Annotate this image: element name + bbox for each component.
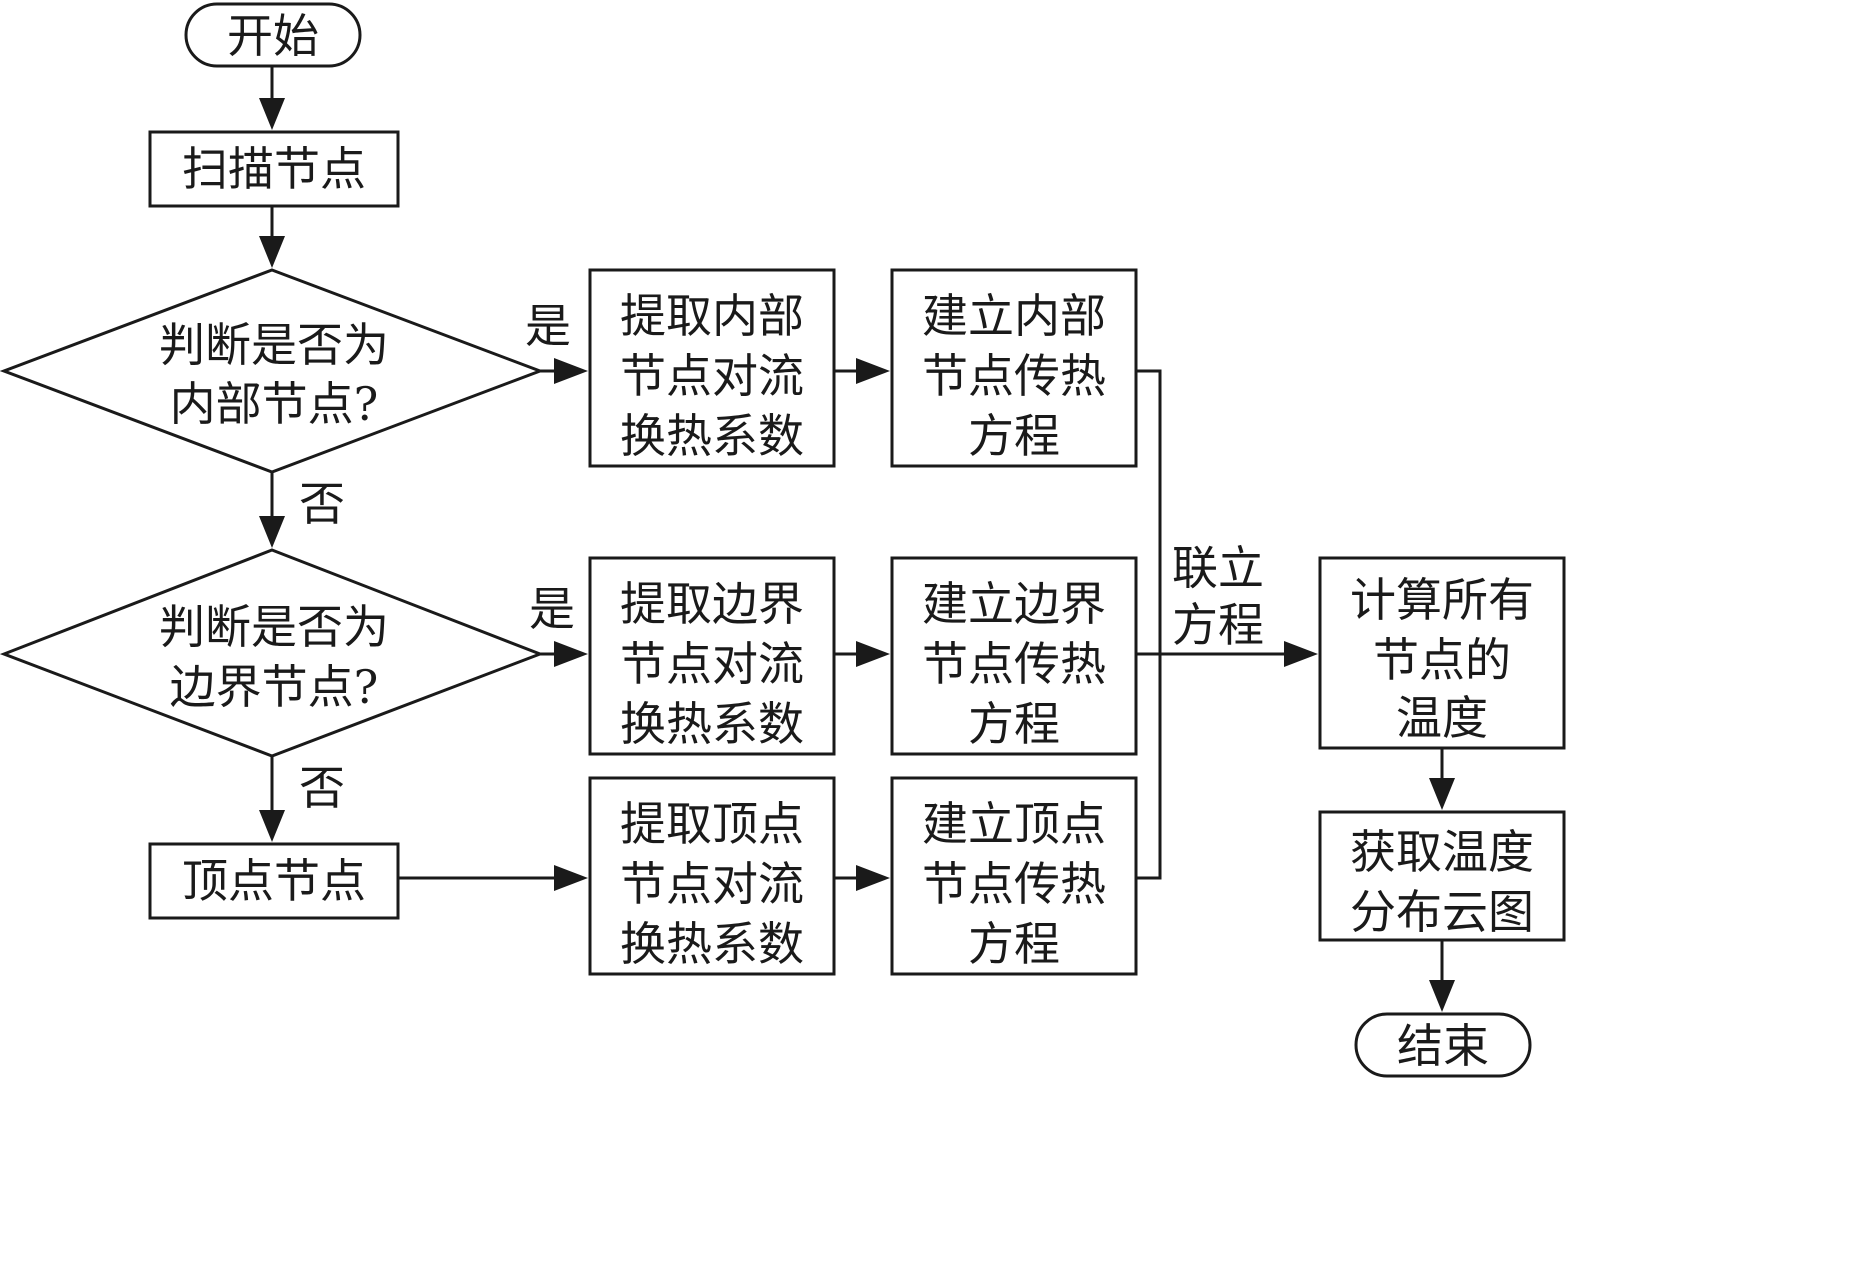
build-vertex-line1: 建立顶点 xyxy=(922,797,1106,851)
extract-boundary-coefficient-box xyxy=(588,556,836,756)
extract-internal-coefficient-box xyxy=(588,268,836,468)
build-internal-equation-box xyxy=(890,268,1138,468)
arrow-boundary-yes-head xyxy=(554,641,588,667)
vertex-node-box xyxy=(148,842,400,920)
arrow-extract-to-build-internal-head xyxy=(856,358,890,384)
build-boundary-line1: 建立边界 xyxy=(922,577,1106,631)
no-label-boundary: 否 xyxy=(299,761,345,815)
build-internal-line2: 节点传热 xyxy=(922,349,1106,403)
vertex-node-label: 顶点节点 xyxy=(182,854,366,908)
combine-label-line1: 联立 xyxy=(1172,541,1264,595)
build-boundary-equation-box xyxy=(890,556,1138,756)
internal-decision-label-line2: 内部节点? xyxy=(170,377,379,431)
build-internal-line1: 建立内部 xyxy=(922,289,1106,343)
combine-label-line2: 方程 xyxy=(1172,598,1264,652)
obtain-line2: 分布云图 xyxy=(1350,885,1534,939)
extract-vertex-line3: 换热系数 xyxy=(620,917,804,971)
compute-line1: 计算所有 xyxy=(1350,573,1534,627)
start-label: 开始 xyxy=(227,9,319,63)
build-vertex-equation-box xyxy=(890,776,1138,976)
extract-boundary-line1: 提取边界 xyxy=(620,577,804,631)
boundary-decision-label-line2: 边界节点? xyxy=(170,660,379,714)
compute-line2: 节点的 xyxy=(1373,633,1511,687)
extract-boundary-line3: 换热系数 xyxy=(620,697,804,751)
arrow-extract-to-build-boundary-head xyxy=(856,641,890,667)
obtain-line1: 获取温度 xyxy=(1350,825,1534,879)
build-internal-line3: 方程 xyxy=(968,409,1060,463)
scan-nodes-label: 扫描节点 xyxy=(182,142,366,196)
arrow-extract-to-build-vertex-head xyxy=(856,865,890,891)
compute-temperature-box xyxy=(1318,556,1566,750)
extract-internal-line1: 提取内部 xyxy=(620,289,804,343)
extract-internal-line2: 节点对流 xyxy=(620,349,804,403)
internal-decision-label-line1: 判断是否为 xyxy=(159,318,389,372)
extract-vertex-line2: 节点对流 xyxy=(620,857,804,911)
extract-vertex-coefficient-box xyxy=(588,776,836,976)
arrow-combine-to-compute-head xyxy=(1284,641,1318,667)
obtain-contour-box xyxy=(1318,810,1566,942)
yes-label-boundary: 是 xyxy=(529,582,575,636)
extract-vertex-line1: 提取顶点 xyxy=(620,797,804,851)
boundary-decision-label-line1: 判断是否为 xyxy=(159,600,389,654)
scan-nodes-box xyxy=(148,130,400,208)
end-label: 结束 xyxy=(1397,1019,1489,1073)
arrow-vertex-to-extract-head xyxy=(554,865,588,891)
arrow-decision-no-down-head xyxy=(259,516,285,548)
build-vertex-line2: 节点传热 xyxy=(922,857,1106,911)
compute-line3: 温度 xyxy=(1396,691,1488,745)
build-boundary-line3: 方程 xyxy=(968,697,1060,751)
build-vertex-line3: 方程 xyxy=(968,917,1060,971)
flowchart: 开始 扫描节点 判断是否为 内部节点? 判断是否为 边界节点? 顶点节点 提取内… xyxy=(0,2,1566,1078)
combine-bracket xyxy=(1136,369,1162,880)
no-label-internal: 否 xyxy=(299,477,345,531)
arrow-scan-to-decision-head xyxy=(259,236,285,268)
arrow-boundary-no-down-head xyxy=(259,810,285,842)
extract-boundary-line2: 节点对流 xyxy=(620,637,804,691)
arrow-compute-to-obtain-head xyxy=(1429,778,1455,810)
arrow-obtain-to-end-head xyxy=(1429,980,1455,1012)
end-terminal xyxy=(1354,1012,1532,1078)
arrow-internal-yes-head xyxy=(554,358,588,384)
yes-label-internal: 是 xyxy=(525,299,571,353)
extract-internal-line3: 换热系数 xyxy=(620,409,804,463)
arrow-start-to-scan-head xyxy=(259,98,285,130)
build-boundary-line2: 节点传热 xyxy=(922,637,1106,691)
